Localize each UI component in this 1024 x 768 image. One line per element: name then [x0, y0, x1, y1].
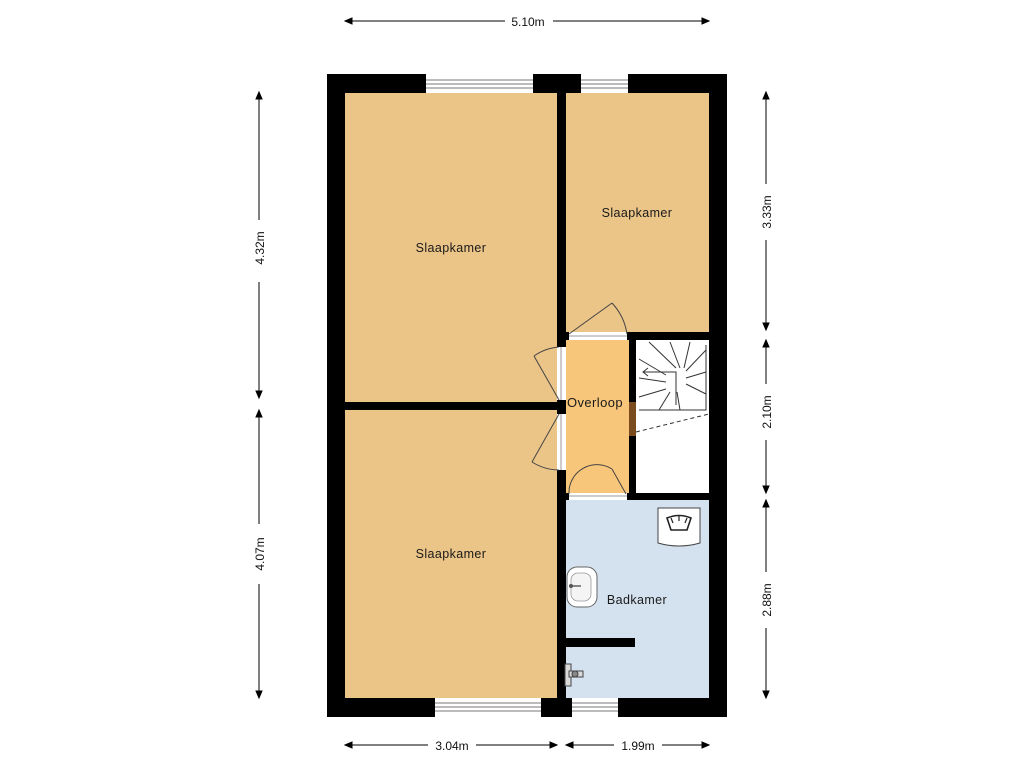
- dimension-right-bottom-height: [762, 498, 770, 700]
- washing-machine-icon: [657, 507, 701, 547]
- bedroom-top-right-label: Slaapkamer: [602, 206, 673, 220]
- bedroom-bottom-left-floor: [345, 410, 557, 698]
- window-bottom-right: [572, 698, 618, 717]
- dimension-right-middle-height-label: 2.10m: [760, 395, 774, 428]
- door-bathroom: [568, 464, 627, 500]
- dimension-right-middle-height: [762, 338, 770, 495]
- landing-floor: [566, 340, 629, 493]
- dimension-left-top-height: [255, 90, 263, 400]
- door-bedroom-bottom-left: [531, 413, 566, 471]
- staircase-icon: [629, 340, 710, 436]
- bathroom-partition-wall: [566, 638, 635, 647]
- bedroom-top-right-floor: [566, 93, 709, 332]
- door-bedroom-top-left: [533, 346, 566, 401]
- dimension-total-width: [343, 17, 711, 25]
- dimension-left-bottom-height-label: 4.07m: [253, 537, 267, 570]
- window-top-right: [581, 74, 628, 93]
- dimension-bottom-right-width: [564, 741, 711, 749]
- landing-label: Overloop: [567, 395, 623, 410]
- sink-icon: [566, 566, 598, 608]
- dimension-right-top-height: [762, 90, 770, 332]
- dimension-bottom-left-width: [343, 741, 559, 749]
- dimension-bottom-right-width-label: 1.99m: [621, 739, 654, 753]
- door-bedroom-top-right: [568, 302, 628, 340]
- dimension-bottom-left-width-label: 3.04m: [435, 739, 468, 753]
- dimension-left-bottom-height: [255, 408, 263, 700]
- window-bottom-left: [435, 698, 541, 717]
- dimension-right-bottom-height-label: 2.88m: [760, 583, 774, 616]
- dimension-left-top-height-label: 4.32m: [253, 231, 267, 264]
- dimension-right-top-height-label: 3.33m: [760, 195, 774, 228]
- window-top-left: [426, 74, 533, 93]
- bedroom-top-left-label: Slaapkamer: [416, 241, 487, 255]
- bedroom-top-left-floor: [345, 93, 557, 402]
- bedroom-bottom-left-label: Slaapkamer: [416, 547, 487, 561]
- dimension-total-width-label: 5.10m: [511, 15, 544, 29]
- toilet-icon: [564, 663, 584, 687]
- bathroom-label: Badkamer: [607, 593, 667, 607]
